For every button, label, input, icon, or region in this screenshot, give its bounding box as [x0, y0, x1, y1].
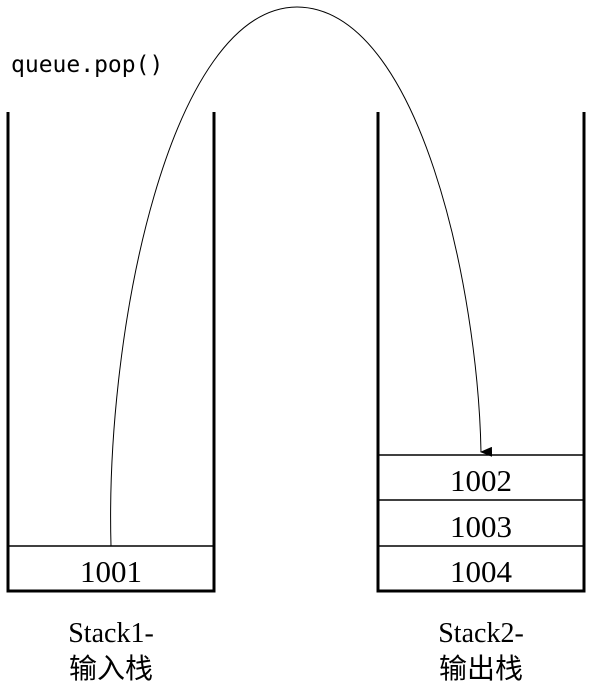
stack2-name: Stack2-	[438, 618, 524, 649]
stack2-cell: 1003	[450, 509, 512, 544]
stack2-role: 输出栈	[438, 654, 523, 685]
stack2-cell: 1002	[450, 463, 512, 498]
stack1-container: 1001	[6, 112, 216, 593]
stack1-caption: Stack1- 输入栈	[1, 616, 221, 688]
stack1-name: Stack1-	[68, 618, 154, 649]
stack2-caption: Stack2- 输出栈	[371, 616, 591, 688]
stack2-container: 1002 1003 1004	[376, 112, 586, 593]
stack1-role: 输入栈	[68, 654, 153, 685]
transfer-arrow	[110, 6, 493, 547]
operation-label: queue.pop()	[11, 52, 164, 78]
stack1-cell: 1001	[80, 554, 142, 589]
stack2-cell: 1004	[450, 554, 513, 589]
